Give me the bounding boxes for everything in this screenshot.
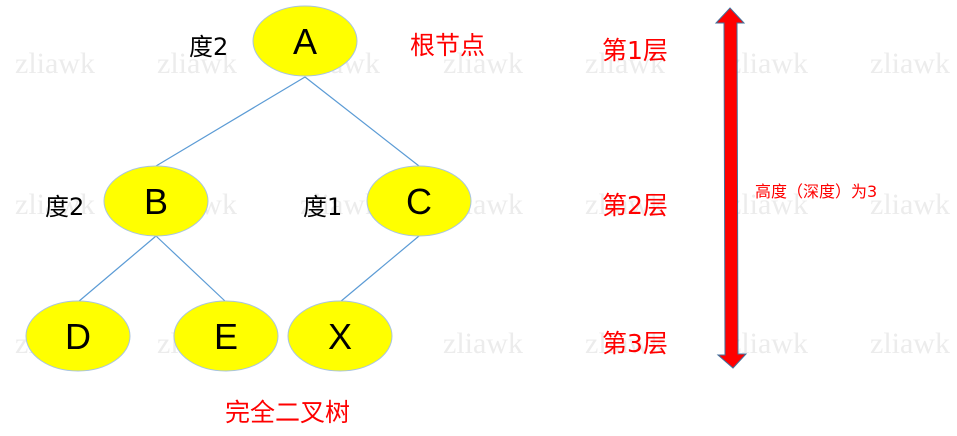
node-x: X	[287, 300, 393, 372]
node-c-label: C	[406, 181, 432, 222]
node-a: A	[252, 5, 358, 77]
watermark-text: zliawk	[870, 327, 950, 360]
degree-label-a: 度2	[189, 33, 229, 61]
tree-edges	[77, 76, 420, 303]
height-label: 高度（深度）为3	[755, 182, 878, 201]
watermark-text: zliawk	[15, 188, 95, 221]
node-e: E	[173, 300, 279, 372]
edge-b-e	[155, 235, 227, 303]
watermark-text: zliawk	[585, 327, 665, 360]
degree-label-b: 度2	[45, 193, 85, 221]
edge-a-c	[304, 76, 420, 167]
edge-c-x	[339, 235, 420, 303]
edge-b-d	[77, 235, 157, 303]
node-a-label: A	[293, 21, 317, 62]
layer-1-label: 第1层	[602, 36, 668, 65]
diagram-title: 完全二叉树	[225, 398, 351, 427]
watermark-text: zliawk	[870, 188, 950, 221]
watermark-text: zliawk	[585, 188, 665, 221]
watermark-text: zliawk	[443, 327, 523, 360]
watermark-text: zliawk	[728, 47, 808, 80]
node-e-label: E	[214, 316, 238, 357]
node-b: B	[103, 165, 209, 237]
node-d: D	[25, 300, 131, 372]
node-b-label: B	[144, 181, 168, 222]
watermark-text: zliawk	[585, 47, 665, 80]
root-node-label: 根节点	[410, 31, 486, 60]
layer-3-label: 第3层	[602, 329, 668, 358]
node-c: C	[366, 165, 472, 237]
watermark-text: zliawk	[15, 47, 95, 80]
height-arrow-icon	[714, 7, 748, 369]
node-d-label: D	[65, 316, 91, 357]
watermark-text: zliawk	[728, 188, 808, 221]
watermark-text: zliawk	[157, 47, 237, 80]
watermark-text: zliawk	[870, 47, 950, 80]
layer-2-label: 第2层	[602, 191, 668, 220]
node-x-label: X	[328, 316, 352, 357]
degree-label-c: 度1	[303, 193, 343, 221]
watermark-text: zliawk	[300, 188, 380, 221]
watermark-text: zliawk	[443, 47, 523, 80]
edge-a-b	[155, 76, 306, 167]
